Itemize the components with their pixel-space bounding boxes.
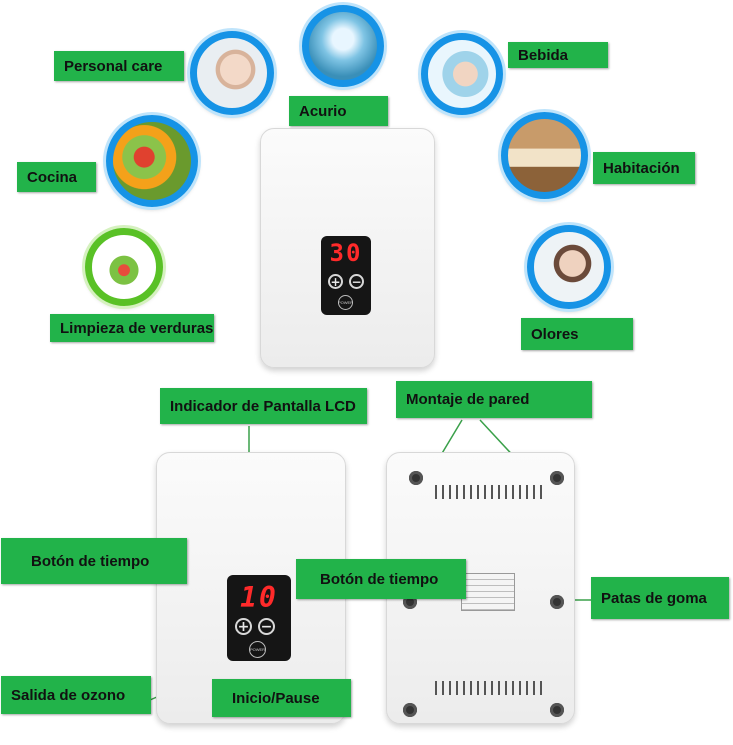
spec-sticker (461, 573, 515, 611)
lcd-display: 30 (329, 239, 363, 267)
rubber-foot-bottom-left (403, 703, 417, 717)
rubber-foot-mid-right (550, 595, 564, 609)
drink-photo (421, 33, 503, 115)
front-lcd-display: 10 (240, 581, 278, 614)
callout-ozone-outlet: Salida de ozono (1, 676, 151, 714)
plus-button[interactable]: + (328, 274, 343, 289)
callout-time-button-right: Botón de tiempo (296, 559, 466, 599)
label-personal-care: Personal care (54, 51, 184, 81)
vegetable-wash-photo (85, 228, 163, 306)
room-photo (501, 112, 588, 199)
callout-start-pause: Inicio/Pause (212, 679, 351, 717)
front-control-panel: 10 + − POWER (227, 575, 291, 661)
power-button[interactable]: POWER (338, 295, 353, 310)
top-vent (435, 485, 542, 499)
wall-mount-hole-right (550, 471, 564, 485)
minus-button[interactable]: − (349, 274, 364, 289)
rubber-foot-bottom-right (550, 703, 564, 717)
front-minus-button[interactable]: − (258, 618, 275, 635)
personal-care-photo (190, 31, 274, 115)
front-power-button[interactable]: POWER (249, 641, 266, 658)
bottom-vent (435, 681, 542, 695)
label-olores: Olores (521, 318, 633, 350)
odor-photo (527, 225, 611, 309)
label-acurio: Acurio (289, 96, 388, 126)
label-cocina: Cocina (17, 162, 96, 192)
callout-rubber-feet: Patas de goma (591, 577, 729, 619)
aquarium-photo (302, 5, 384, 87)
wall-mount-hole-left (409, 471, 423, 485)
callout-wall-mount: Montaje de pared (396, 381, 592, 418)
label-habitacion: Habitación (593, 152, 695, 184)
callout-lcd: Indicador de Pantalla LCD (160, 388, 367, 424)
ozone-generator-top: 30 + − POWER (260, 128, 435, 368)
label-limpieza: Limpieza de verduras (50, 314, 214, 342)
label-bebida: Bebida (508, 42, 608, 68)
control-panel: 30 + − POWER (321, 236, 371, 315)
front-plus-button[interactable]: + (235, 618, 252, 635)
kitchen-photo (106, 115, 198, 207)
callout-time-button-left: Botón de tiempo (1, 538, 187, 584)
